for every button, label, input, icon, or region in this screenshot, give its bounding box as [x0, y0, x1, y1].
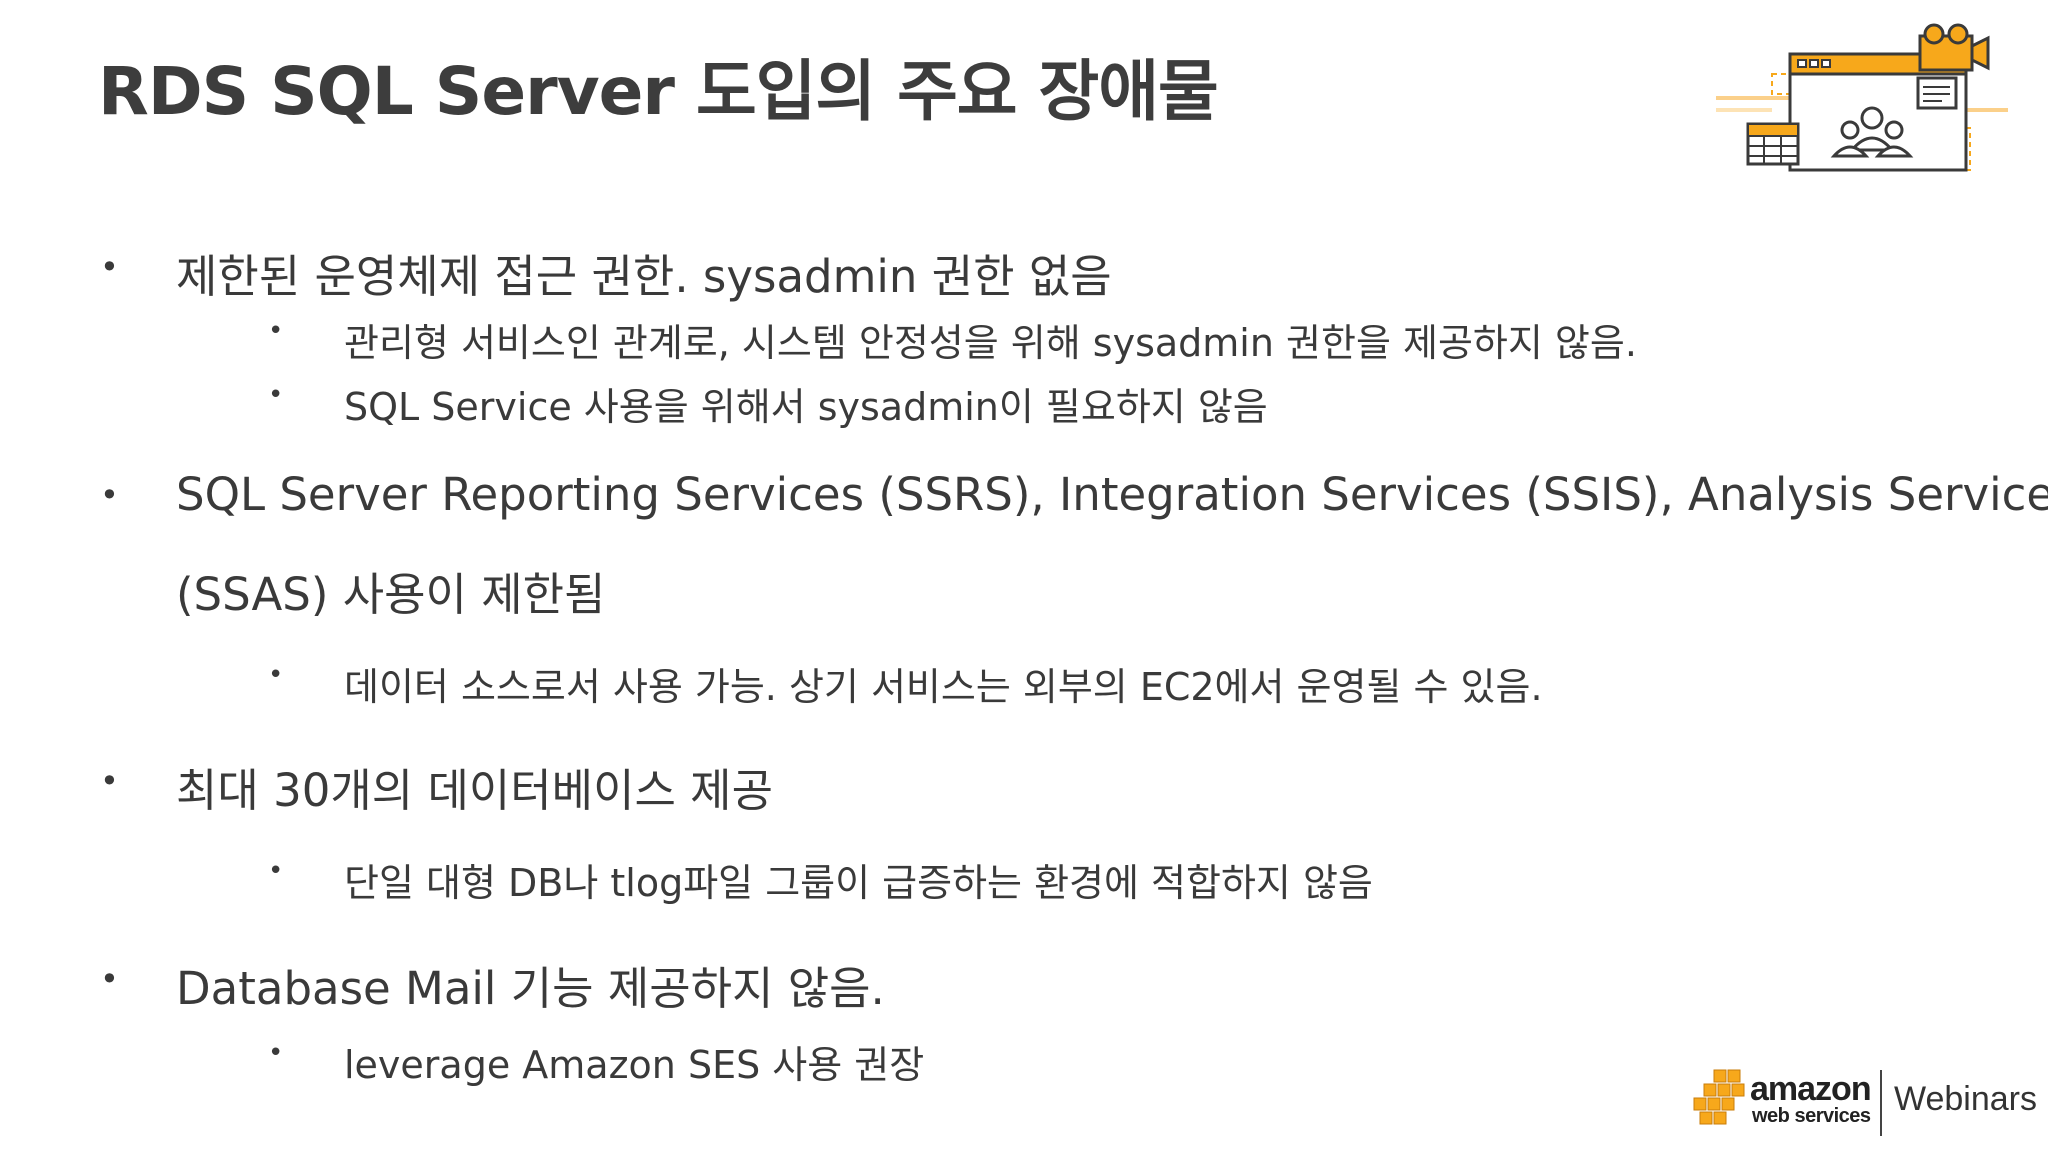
bullet-text: Database Mail 기능 제공하지 않음.: [176, 962, 885, 1015]
aws-cubes-icon: [1693, 1069, 1745, 1125]
bullet-glyph: •: [268, 660, 284, 690]
bullet-glyph: •: [268, 316, 284, 346]
bullet-text: (SSAS) 사용이 제한됨: [176, 568, 606, 621]
sub-bullet-item: • 단일 대형 DB나 tlog파일 그룹이 급증하는 환경에 적합하지 않음: [268, 852, 1373, 907]
bullet-glyph: •: [100, 248, 119, 286]
bullet-glyph: •: [268, 1038, 284, 1068]
sub-bullet-text: 데이터 소스로서 사용 가능. 상기 서비스는 외부의 EC2에서 운영될 수 …: [344, 665, 1543, 709]
logo-webservices-text: web services: [1752, 1105, 1871, 1127]
logo-divider: [1880, 1070, 1882, 1136]
bullet-text: SQL Server Reporting Services (SSRS), In…: [176, 468, 2048, 521]
sub-bullet-text: leverage Amazon SES 사용 권장: [344, 1043, 925, 1087]
bullet-text: 최대 30개의 데이터베이스 제공: [176, 764, 773, 817]
logo-amazon-text: amazon: [1750, 1070, 1872, 1108]
sub-bullet-text: 관리형 서비스인 관계로, 시스템 안정성을 위해 sysadmin 권한을 제…: [344, 321, 1637, 365]
sub-bullet-item: • 데이터 소스로서 사용 가능. 상기 서비스는 외부의 EC2에서 운영될 …: [268, 656, 1543, 711]
aws-webinars-logo: amazon web services Webinars: [1690, 1052, 2037, 1142]
bullet-item: • 최대 30개의 데이터베이스 제공: [100, 754, 773, 819]
bullet-item: • SQL Server Reporting Services (SSRS), …: [100, 468, 2048, 521]
bullet-glyph: •: [100, 476, 119, 514]
sub-bullet-text: SQL Service 사용을 위해서 sysadmin이 필요하지 않음: [344, 385, 1268, 429]
bullet-glyph: •: [268, 856, 284, 886]
sub-bullet-item: • 관리형 서비스인 관계로, 시스템 안정성을 위해 sysadmin 권한을…: [268, 312, 1637, 367]
bullet-text-continuation: (SSAS) 사용이 제한됨: [176, 558, 605, 623]
sub-bullet-item: • leverage Amazon SES 사용 권장: [268, 1034, 925, 1089]
slide-title: RDS SQL Server 도입의 주요 장애물: [98, 53, 1219, 130]
bullet-glyph: •: [100, 762, 119, 800]
bullet-item: • 제한된 운영체제 접근 권한. sysadmin 권한 없음: [100, 240, 1112, 305]
sub-bullet-text: 단일 대형 DB나 tlog파일 그룹이 급증하는 환경에 적합하지 않음: [344, 861, 1373, 905]
bullet-glyph: •: [100, 960, 119, 998]
sub-bullet-item: • SQL Service 사용을 위해서 sysadmin이 필요하지 않음: [268, 376, 1268, 431]
video-presentation-icon: [1716, 23, 2008, 172]
bullet-item: • Database Mail 기능 제공하지 않음.: [100, 952, 885, 1017]
bullet-text: 제한된 운영체제 접근 권한. sysadmin 권한 없음: [176, 250, 1112, 303]
logo-webinars-text: Webinars: [1894, 1080, 2037, 1118]
bullet-glyph: •: [268, 380, 284, 410]
